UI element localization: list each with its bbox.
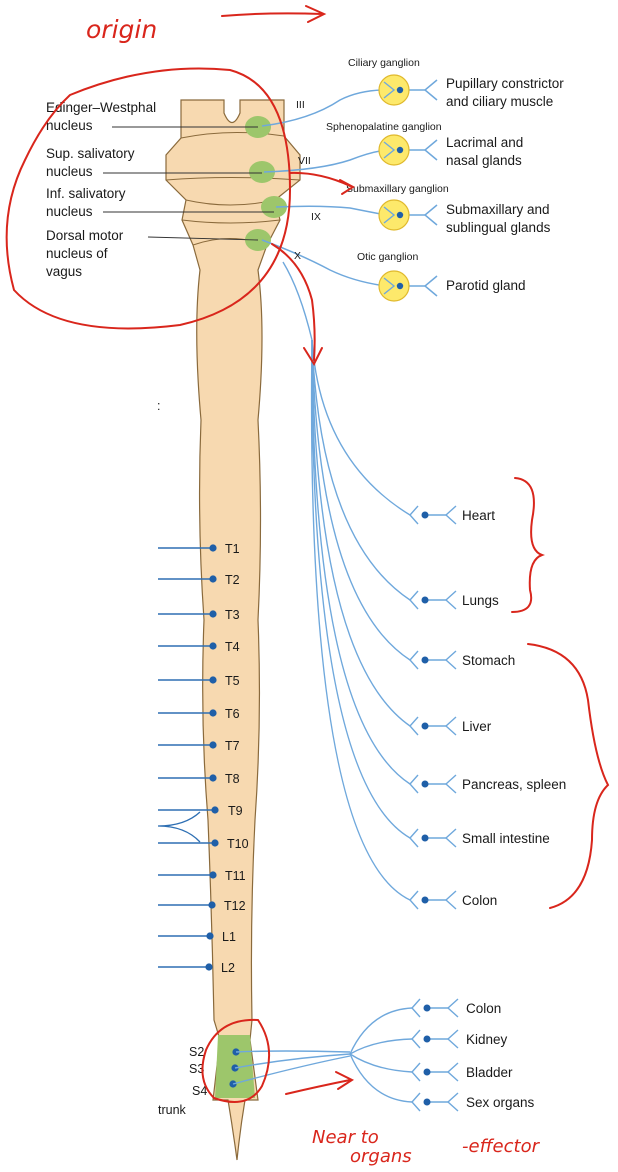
segment-label: T6 xyxy=(225,707,240,721)
nucleus-inf-salivatory xyxy=(261,196,287,218)
organ-label: Colon xyxy=(462,893,497,908)
organ-label: Kidney xyxy=(466,1032,508,1047)
segment-label: T10 xyxy=(227,837,249,851)
nucleus-label: nucleus xyxy=(46,204,93,219)
effector-annotation: -effector xyxy=(462,1136,541,1157)
segment-labels: T1 T2 T3 T4 T5 T6 T7 T8 T9 T10 T11 T12 L… xyxy=(221,542,249,975)
organ-label: Small intestine xyxy=(462,831,550,846)
sacral-label: S3 xyxy=(189,1062,204,1076)
vagus-arrow xyxy=(271,243,323,367)
nucleus-sup-salivatory xyxy=(249,161,275,183)
segment-dots xyxy=(205,544,219,971)
organ-label: Pancreas, spleen xyxy=(462,777,566,792)
target-label: sublingual glands xyxy=(446,220,551,235)
segment-label: T8 xyxy=(225,772,240,786)
brainstem-contour xyxy=(165,131,301,246)
target-label: Lacrimal and xyxy=(446,135,523,150)
nucleus-label: Inf. salivatory xyxy=(46,186,126,201)
segment-label: T11 xyxy=(225,869,246,883)
ganglion-label: Ciliary ganglion xyxy=(348,57,420,69)
segment-label: L2 xyxy=(221,961,235,975)
near-organs-arrow xyxy=(285,1071,355,1095)
organ-label: Liver xyxy=(462,719,492,734)
sacral-label: S4 xyxy=(192,1084,207,1098)
otic-ganglion xyxy=(378,270,410,302)
pelvic-target-labels: Colon Kidney Bladder Sex organs xyxy=(466,1001,535,1110)
vagal-target-dots xyxy=(421,511,429,904)
nucleus-labels: Edinger–Westphal nucleus Sup. salivatory… xyxy=(46,100,156,279)
sacral-circle xyxy=(201,1018,271,1103)
nucleus-label: Edinger–Westphal xyxy=(46,100,156,115)
ganglion-labels: Ciliary ganglion Sphenopalatine ganglion… xyxy=(326,57,449,263)
organ-label: Sex organs xyxy=(466,1095,535,1110)
organs-annotation: organs xyxy=(350,1146,412,1167)
cranial-target-forks xyxy=(423,79,438,297)
segment-label: T9 xyxy=(228,804,243,818)
t9-t10-loop xyxy=(157,811,201,843)
spinal-cord xyxy=(165,99,301,1161)
segment-label: T4 xyxy=(225,640,240,654)
nerve-label: VII xyxy=(298,155,311,167)
gi-brace xyxy=(527,643,610,909)
nucleus-label: Dorsal motor xyxy=(46,228,124,243)
nerve-label: X xyxy=(294,250,301,262)
nerve-label: III xyxy=(296,99,305,111)
target-label: Pupillary constrictor xyxy=(446,76,564,91)
cranial-target-labels: Pupillary constrictor and ciliary muscle… xyxy=(446,76,564,293)
vagal-fibres xyxy=(282,261,411,901)
trunk-fragment: trunk xyxy=(158,1103,187,1117)
origin-circle xyxy=(5,67,292,330)
target-label: Submaxillary and xyxy=(446,202,550,217)
ganglion-label: Otic ganglion xyxy=(357,251,418,263)
red-annotations xyxy=(5,5,610,1103)
sphenopalatine-ganglion xyxy=(378,134,410,166)
segment-lines xyxy=(158,547,215,968)
pelvic-target-markers xyxy=(411,998,459,1112)
sacral-label: S2 xyxy=(189,1045,204,1059)
cropped-fragment: : xyxy=(157,399,160,413)
organ-label: Heart xyxy=(462,508,495,523)
organ-label: Stomach xyxy=(462,653,515,668)
segment-label: T1 xyxy=(225,542,240,556)
segment-label: T12 xyxy=(224,899,246,913)
organ-label: Lungs xyxy=(462,593,499,608)
target-label: nasal glands xyxy=(446,153,522,168)
ciliary-ganglion xyxy=(378,74,410,106)
segment-label: L1 xyxy=(222,930,236,944)
pelvic-target-dots xyxy=(423,1004,431,1106)
submaxillary-ganglion xyxy=(378,199,410,231)
vagal-target-labels: Heart Lungs Stomach Liver Pancreas, sple… xyxy=(462,508,566,908)
segment-label: T7 xyxy=(225,739,240,753)
target-label: Parotid gland xyxy=(446,278,526,293)
origin-annotation: origin xyxy=(86,15,157,44)
near-to-annotation: Near to xyxy=(312,1127,379,1148)
organ-label: Bladder xyxy=(466,1065,513,1080)
sacral-labels: S2 S3 S4 trunk : xyxy=(157,399,207,1117)
cranial-nerve-labels: III VII IX X xyxy=(294,99,321,262)
nucleus-label: Sup. salivatory xyxy=(46,146,135,161)
nucleus-label: nucleus xyxy=(46,118,93,133)
nucleus-label: vagus xyxy=(46,264,82,279)
segment-label: T5 xyxy=(225,674,240,688)
ganglion-label: Submaxillary ganglion xyxy=(346,183,449,195)
heart-lungs-brace xyxy=(511,477,545,613)
segment-label: T3 xyxy=(225,608,240,622)
vagal-target-markers xyxy=(409,505,457,910)
nucleus-leader-lines xyxy=(103,126,274,241)
target-label: and ciliary muscle xyxy=(446,94,553,109)
nerve-label: IX xyxy=(311,211,321,223)
vii-arrow xyxy=(289,171,355,195)
segment-label: T2 xyxy=(225,573,240,587)
organ-label: Colon xyxy=(466,1001,501,1016)
origin-arrow xyxy=(221,5,327,23)
ganglion-label: Sphenopalatine ganglion xyxy=(326,121,442,133)
nucleus-label: nucleus of xyxy=(46,246,108,261)
pelvic-fibres xyxy=(232,1007,413,1103)
nucleus-label: nucleus xyxy=(46,164,93,179)
